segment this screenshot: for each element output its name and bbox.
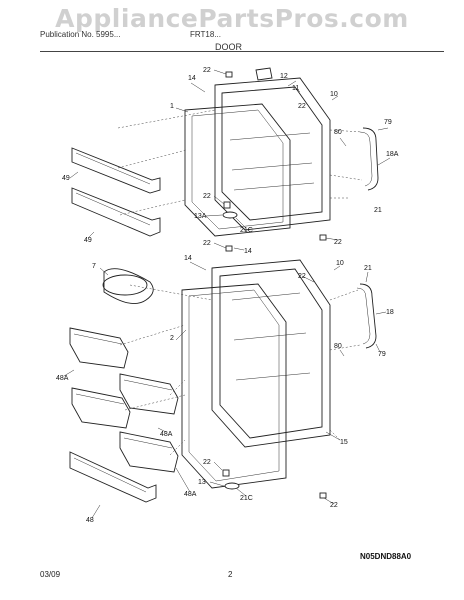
callout-22-e: 22 (203, 240, 211, 247)
callout-21c-a: 21C (240, 227, 253, 234)
fresh-food-door (211, 259, 331, 448)
door-shelf-lower (69, 451, 157, 503)
freezer-door (214, 77, 331, 231)
callout-22-f: 22 (298, 273, 306, 280)
freezer-shelf-upper (71, 147, 161, 194)
callout-13: 13 (198, 479, 206, 486)
callout-22-g: 22 (203, 459, 211, 466)
callout-49-b: 49 (84, 237, 92, 244)
freezer-shelf-lower (71, 187, 161, 237)
model-number: FRT18... (190, 30, 221, 39)
hinge-lower-parts (222, 245, 327, 499)
door-bin-2 (119, 373, 179, 415)
callout-22-a: 22 (203, 67, 211, 74)
callout-12: 12 (280, 73, 288, 80)
door-bin-3 (71, 387, 131, 429)
callout-21-b: 21 (364, 265, 372, 272)
door-handle-upper (359, 127, 379, 191)
callout-13a: 13A (194, 213, 207, 220)
callout-22-b: 22 (298, 103, 306, 110)
callout-80-a: 80 (334, 129, 342, 136)
callout-18a: 18A (386, 151, 399, 158)
publication-number: Publication No. 5995... (40, 30, 121, 39)
callout-18: 18 (386, 309, 394, 316)
callout-21c-b: 21C (240, 495, 253, 502)
logo-plate (255, 67, 273, 81)
callout-labels: 22 12 14 11 1 22 10 80 79 18A 49 21 49 2… (56, 67, 399, 524)
callout-48a-c: 48A (184, 491, 197, 498)
hinge-upper-parts (222, 71, 327, 241)
footer-date: 03/09 (40, 570, 61, 579)
callout-14-c: 14 (184, 255, 192, 262)
callout-48: 48 (86, 517, 94, 524)
callout-48a-b: 48A (160, 431, 173, 438)
section-title: DOOR (215, 42, 242, 52)
callout-14-a: 14 (188, 75, 196, 82)
callout-22-d: 22 (334, 239, 342, 246)
callout-79-b: 79 (378, 351, 386, 358)
callout-21-a: 21 (374, 207, 382, 214)
callout-10-b: 10 (336, 260, 344, 267)
footer-page-number: 2 (228, 570, 233, 579)
egg-bin (102, 268, 154, 305)
header-rule (40, 51, 444, 52)
diagram-code: N05DND88A0 (360, 552, 412, 561)
callout-79-a: 79 (384, 119, 392, 126)
door-handle-lower (356, 283, 377, 349)
callout-49-a: 49 (62, 175, 70, 182)
callout-22-c: 22 (203, 193, 211, 200)
door-bin-4 (119, 431, 179, 473)
callout-10-a: 10 (330, 91, 338, 98)
callout-15: 15 (340, 439, 348, 446)
callout-7: 7 (92, 263, 96, 270)
freezer-door-gasket (184, 103, 291, 237)
callout-11: 11 (292, 85, 299, 92)
callout-80-b: 80 (334, 343, 342, 350)
callout-14-b: 14 (244, 248, 252, 255)
callout-22-h: 22 (330, 502, 338, 509)
callout-1: 1 (170, 103, 174, 110)
callout-2: 2 (170, 335, 174, 342)
callout-48a-a: 48A (56, 375, 69, 382)
watermark-text: AppliancePartsPros.com (55, 4, 409, 33)
door-bin-1 (69, 327, 129, 369)
fresh-food-door-gasket (181, 283, 287, 489)
